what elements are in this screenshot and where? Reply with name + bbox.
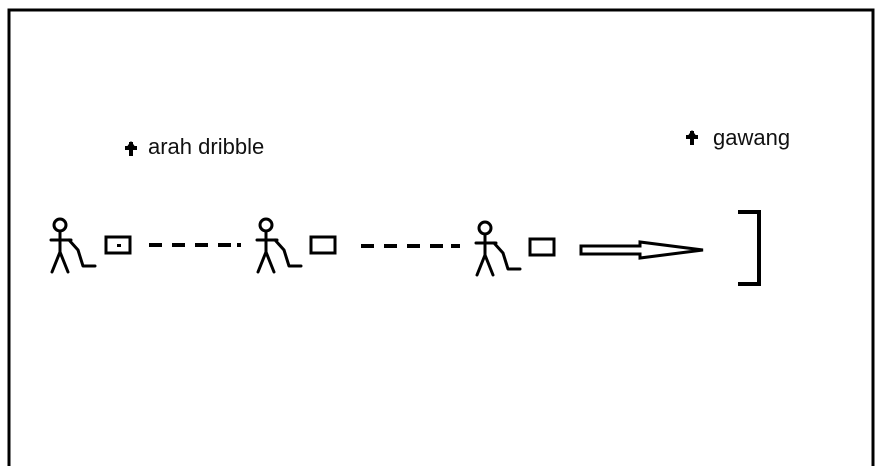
ball-icon <box>528 237 556 257</box>
player-icon <box>255 217 303 274</box>
dribble-path <box>361 244 460 248</box>
arrow-right-icon <box>579 240 704 260</box>
player-icon <box>474 220 522 277</box>
dribble-path <box>149 243 241 247</box>
ball-icon <box>104 235 132 255</box>
cross-bullet-icon <box>125 141 137 156</box>
goal-icon <box>738 210 761 286</box>
goal-label: gawang <box>713 125 791 150</box>
ball-icon <box>309 235 337 255</box>
frame-border <box>7 8 875 466</box>
dribble-direction-label: arah dribble <box>148 134 265 159</box>
cross-bullet-icon <box>686 130 698 145</box>
player-icon <box>49 217 97 274</box>
